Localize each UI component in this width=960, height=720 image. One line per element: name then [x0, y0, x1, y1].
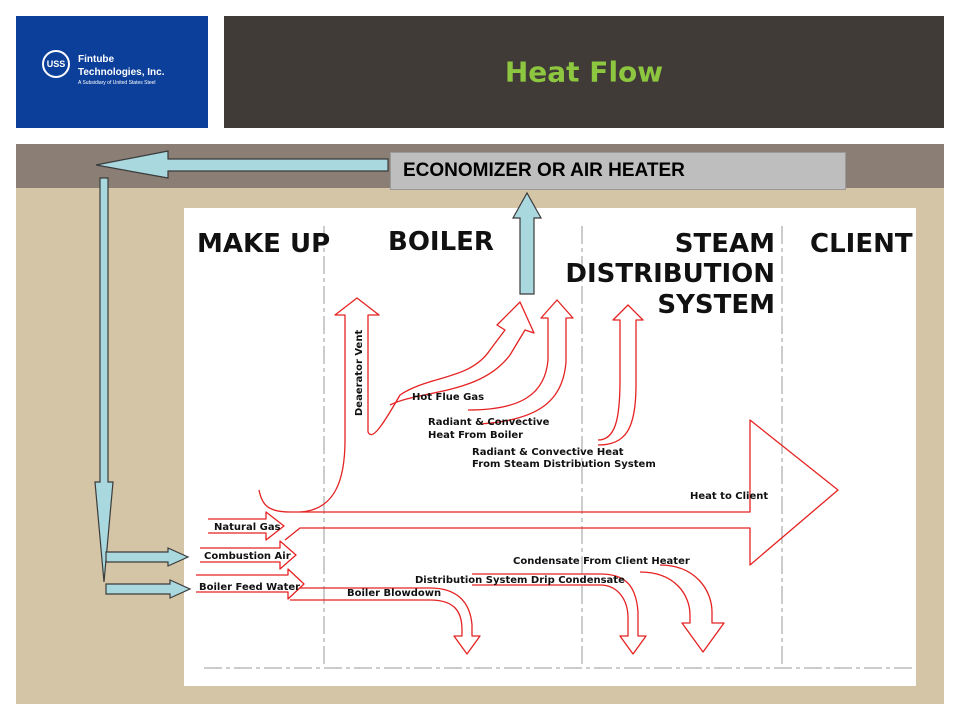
label-combustion-air: Combustion Air	[204, 551, 291, 562]
economizer-box: ECONOMIZER OR AIR HEATER	[390, 152, 846, 190]
condensate-client-arrow	[639, 564, 725, 653]
heat-to-client-arrow	[258, 419, 839, 566]
zone-heading-steam-1: STEAM	[675, 229, 775, 259]
label-radiant-distribution-2: From Steam Distribution System	[472, 459, 656, 470]
combustion-air-arrow	[200, 540, 297, 570]
label-boiler-feed-water: Boiler Feed Water	[199, 582, 300, 593]
logo-name-line1: Fintube	[78, 54, 115, 65]
deaerator-vent-arrow	[299, 297, 535, 513]
page-title: Heat Flow	[504, 55, 664, 89]
economizer-return-arrow	[95, 150, 389, 179]
label-heat-to-client: Heat to Client	[690, 491, 768, 502]
zone-heading-client: CLIENT	[810, 229, 913, 259]
drip-condensate-arrow	[472, 573, 647, 655]
radiant-distribution-arrow	[597, 304, 644, 446]
label-condensate-client: Condensate From Client Heater	[513, 556, 690, 567]
downcomer-arrow	[94, 177, 114, 583]
zone-heading-steam-2: DISTRIBUTION	[565, 259, 775, 289]
feed-water-feed-arrow	[105, 579, 192, 599]
zone-heading-steam-3: SYSTEM	[657, 290, 775, 320]
label-boiler-blowdown: Boiler Blowdown	[347, 588, 441, 599]
title-bar: Heat Flow	[224, 16, 944, 128]
heat-flow-diagram-panel	[184, 208, 916, 686]
combustion-air-feed-arrow	[105, 547, 190, 567]
zone-heading-boiler: BOILER	[388, 227, 494, 257]
economizer-label: ECONOMIZER OR AIR HEATER	[403, 160, 685, 181]
boiler-feed-water-arrow	[196, 568, 305, 600]
natural-gas-arrow	[208, 511, 285, 541]
label-radiant-boiler-1: Radiant & Convective	[428, 417, 550, 428]
label-deaerator-vent: Deaerator Vent	[354, 330, 365, 416]
uss-badge-icon: USS	[42, 50, 70, 78]
label-natural-gas: Natural Gas	[214, 522, 281, 533]
zone-heading-make-up: MAKE UP	[197, 229, 330, 259]
label-radiant-boiler-2: Heat From Boiler	[428, 430, 523, 441]
radiant-boiler-arrow	[467, 299, 574, 425]
label-hot-flue-gas: Hot Flue Gas	[412, 392, 484, 403]
company-logo: USS Fintube Technologies, Inc. A Subsidi…	[16, 16, 208, 128]
boiler-blowdown-arrow	[290, 587, 481, 655]
economizer-feed-up-arrow	[511, 191, 543, 295]
label-radiant-distribution-1: Radiant & Convective Heat	[472, 447, 624, 458]
logo-name-line2: Technologies, Inc.	[78, 67, 165, 78]
label-drip-condensate: Distribution System Drip Condensate	[415, 575, 625, 586]
logo-tagline: A Subsidiary of United States Steel	[78, 80, 156, 86]
